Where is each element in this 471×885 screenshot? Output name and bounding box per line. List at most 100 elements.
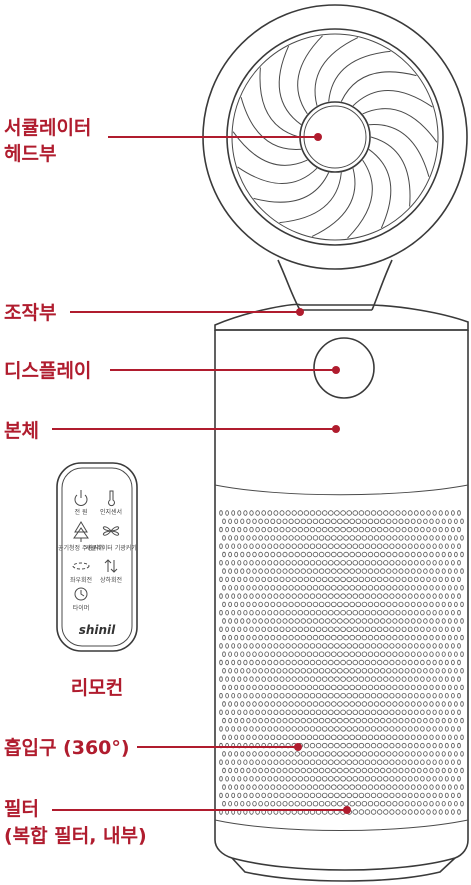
grille-hole (349, 684, 355, 691)
grille-hole (255, 576, 260, 583)
grille-hole (264, 684, 270, 691)
grille-hole (258, 784, 263, 790)
grille-hole (231, 792, 236, 799)
grille-hole (334, 560, 340, 566)
grille-hole (306, 551, 313, 558)
grille-hole (370, 776, 377, 782)
grille-hole (222, 767, 226, 774)
grille-hole (398, 634, 404, 641)
grille-hole (438, 759, 443, 765)
grille-hole (432, 809, 437, 815)
grille-hole (324, 734, 331, 740)
grille-hole (246, 668, 251, 674)
grille-hole (249, 526, 254, 533)
grille-hole (234, 668, 239, 674)
grille-hole (282, 751, 288, 757)
grille-hole (300, 651, 306, 657)
grille-hole (303, 726, 310, 732)
grille-hole (318, 784, 325, 790)
grille-hole (288, 668, 294, 674)
power-icon (74, 490, 88, 506)
grille-hole (438, 510, 443, 516)
grille-hole (291, 776, 297, 782)
grille-hole (420, 626, 425, 632)
grille-hole (346, 776, 352, 782)
grille-hole (423, 535, 428, 541)
remote-circulator-label: 서큘레이터 기광커기 (85, 544, 137, 552)
grille-hole (392, 618, 398, 624)
grille-hole (222, 717, 226, 724)
grille-hole (420, 742, 425, 749)
grille-hole (285, 576, 291, 583)
grille-hole (264, 801, 270, 807)
grille-hole (340, 576, 346, 583)
grille-hole (300, 801, 306, 807)
grille-hole (246, 751, 251, 757)
grille-hole (267, 709, 273, 715)
grille-hole (228, 651, 232, 657)
grille-hole (441, 551, 446, 558)
grille-hole (312, 601, 319, 608)
grille-hole (243, 610, 248, 616)
fan-blade (253, 172, 330, 203)
grille-hole (398, 518, 404, 524)
grille-hole (413, 776, 419, 782)
grille-hole (240, 684, 245, 691)
grille-hole (392, 734, 398, 740)
grille-hole (303, 659, 310, 666)
grille-hole (312, 717, 319, 724)
grille-hole (404, 618, 410, 624)
grille-hole (349, 717, 355, 724)
grille-hole (219, 526, 223, 533)
remote-power-label: 전 원 (75, 508, 88, 516)
grille-hole (276, 717, 282, 724)
grille-hole (279, 593, 285, 599)
grille-hole (318, 751, 325, 757)
grille-hole (380, 634, 386, 641)
grille-hole (331, 701, 337, 707)
grille-hole (309, 742, 316, 749)
grille-hole (306, 717, 313, 724)
grille-hole (407, 676, 413, 682)
grille-hole (243, 792, 248, 799)
grille-hole (373, 751, 380, 757)
grille-hole (447, 767, 452, 774)
grille-hole (303, 560, 310, 566)
grille-hole (273, 792, 279, 799)
grille-hole (270, 668, 276, 674)
grille-hole (451, 610, 455, 616)
grille-hole (321, 776, 328, 782)
grille-hole (364, 560, 371, 566)
grille-hole (340, 543, 346, 549)
grille-hole (222, 634, 226, 641)
grille-hole (264, 518, 270, 524)
grille-hole (294, 701, 300, 707)
grille-hole (432, 526, 437, 533)
grille-hole (373, 784, 380, 790)
grille-hole (429, 717, 434, 724)
grille-hole (417, 651, 422, 657)
grille-hole (303, 709, 310, 715)
grille-hole (420, 510, 425, 516)
grille-hole (389, 610, 395, 616)
grille-hole (417, 551, 422, 558)
grille-hole (423, 651, 428, 657)
grille-hole (300, 717, 306, 724)
grille-hole (279, 643, 285, 649)
grille-hole (373, 568, 380, 574)
grille-hole (380, 751, 386, 757)
neck (277, 259, 393, 311)
grille-hole (279, 693, 285, 699)
grille-hole (389, 676, 395, 682)
grille-hole (337, 601, 343, 608)
grille-hole (334, 676, 340, 682)
grille-hole (252, 601, 257, 608)
grille-hole (417, 535, 422, 541)
grille-hole (273, 643, 279, 649)
grille-hole (435, 717, 440, 724)
grille-hole (413, 809, 419, 815)
grille-hole (240, 585, 245, 591)
grille-hole (447, 535, 452, 541)
grille-hole (297, 726, 303, 732)
grille-hole (389, 726, 395, 732)
